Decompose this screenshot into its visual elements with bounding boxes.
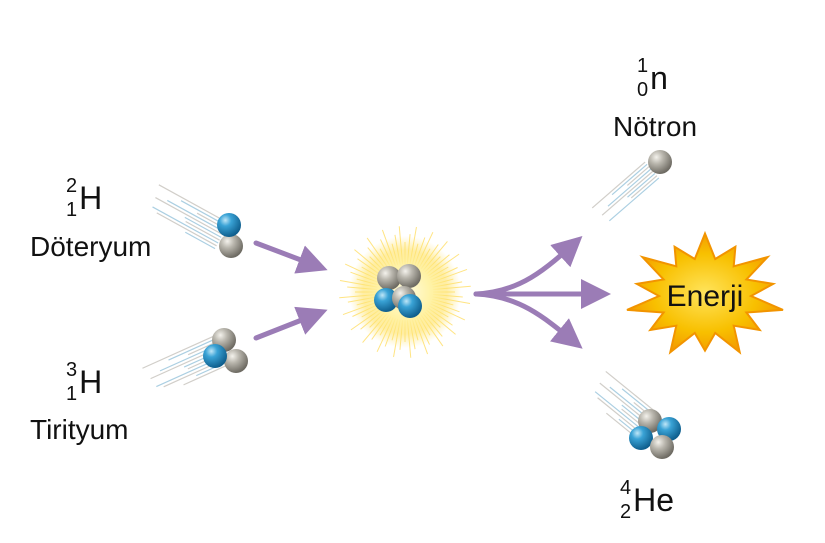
neutron-particle-icon <box>648 150 672 174</box>
deuterium-nucleus-icon <box>217 213 243 258</box>
tritium-symbol: 3 1 H <box>66 360 102 404</box>
tritium-element-symbol: H <box>79 364 103 400</box>
tritium-atomic-number: 1 <box>66 383 78 405</box>
arrow-tritium-in <box>253 306 328 341</box>
helium-nucleus-icon <box>629 409 681 459</box>
deuterium-symbol: 2 1 H <box>66 176 102 220</box>
speed-streaks-icon <box>142 161 661 441</box>
neutron-mass-number: 1 <box>637 55 649 77</box>
arrow-helium-out <box>473 291 583 349</box>
energy-starburst-icon: Enerji <box>626 230 784 355</box>
helium-symbol: 4 2 He <box>620 478 674 522</box>
tritium-name: Tirityum <box>30 414 129 445</box>
reaction-arrows <box>253 235 611 349</box>
helium-atomic-number: 2 <box>620 501 632 523</box>
deuterium-atomic-number: 1 <box>66 199 78 221</box>
tritium-nucleus-icon <box>203 328 248 373</box>
tritium-mass-number: 3 <box>66 359 78 381</box>
arrow-neutron-out <box>473 235 583 297</box>
neutron-symbol: 1 0 n <box>637 56 668 100</box>
neutron-element-symbol: n <box>650 60 668 96</box>
energy-label: Enerji <box>667 280 744 313</box>
helium-element-symbol: He <box>633 482 675 518</box>
deuterium-name: Döteryum <box>30 231 152 262</box>
neutron-atomic-number: 0 <box>637 79 649 101</box>
neutron-name: Nötron <box>613 111 698 142</box>
deuterium-mass-number: 2 <box>66 175 78 197</box>
fused-nucleus-icon <box>374 264 422 318</box>
arrow-deuterium-in <box>253 240 328 274</box>
helium-mass-number: 4 <box>620 477 632 499</box>
deuterium-element-symbol: H <box>79 180 103 216</box>
